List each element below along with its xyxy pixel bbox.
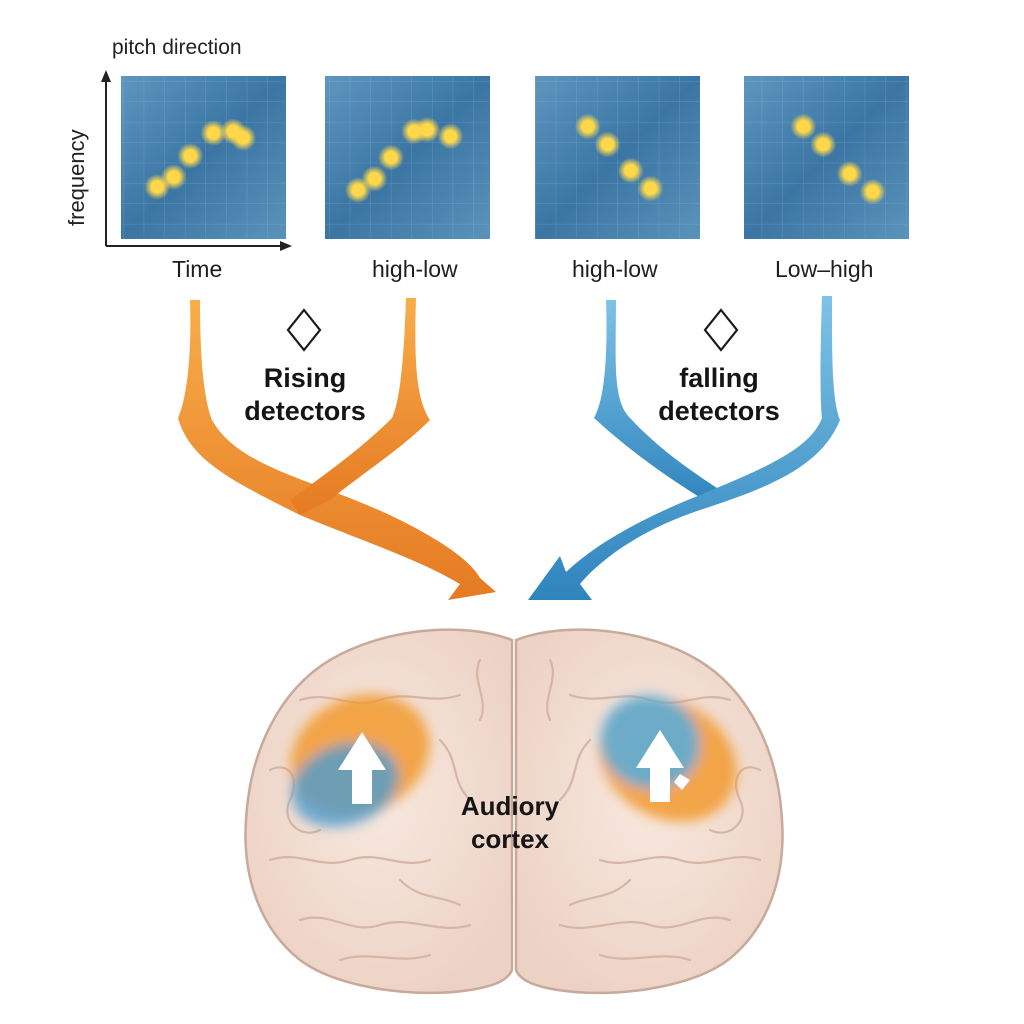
- pitch-dot: [369, 173, 380, 185]
- falling-arrows: [528, 296, 840, 600]
- pitch-dot: [385, 152, 397, 163]
- pitch-dot: [168, 171, 180, 183]
- pitch-dot: [844, 168, 856, 180]
- rising-arrow-right: [290, 298, 430, 515]
- falling-label-line2: detectors: [658, 396, 780, 426]
- cortex-label-line1: Audiory: [460, 791, 560, 821]
- panel-label-2: high-low: [372, 256, 458, 282]
- cortex-label-line2: cortex: [470, 824, 550, 854]
- panel-grid: [325, 76, 490, 239]
- diamond-icon: [286, 308, 322, 352]
- rising-label-line2: detectors: [244, 396, 366, 426]
- pitch-dot: [207, 127, 219, 139]
- pitch-dot: [602, 138, 614, 150]
- panel-label-3: high-low: [572, 256, 658, 282]
- brain: [244, 628, 784, 995]
- pitch-dot: [797, 121, 809, 133]
- pitch-dot: [184, 150, 196, 162]
- rising-detectors-label: Rising detectors: [210, 362, 400, 428]
- pitch-dot: [645, 182, 656, 194]
- panel-label-1: Time: [172, 256, 223, 282]
- brain-folds: [268, 658, 762, 962]
- pitch-panels: [121, 76, 909, 239]
- pitch-dot: [867, 186, 879, 198]
- pitch-dot: [817, 138, 829, 150]
- falling-detectors-label: falling detectors: [624, 362, 814, 428]
- rising-arrow-left: [178, 300, 496, 600]
- pitch-panel-3: [535, 76, 700, 239]
- pitch-dot: [582, 121, 594, 133]
- panel-grid: [535, 76, 700, 239]
- axes: [101, 70, 292, 251]
- pitch-dot: [444, 130, 456, 142]
- pitch-dot: [625, 165, 637, 177]
- y-axis-label: frequency: [64, 129, 89, 226]
- auditory-cortex-label: Audiory cortex: [420, 790, 600, 856]
- falling-label-line1: falling: [679, 363, 759, 393]
- pitch-panel-1: [121, 76, 286, 239]
- panel-grid: [121, 76, 286, 239]
- diagram-title: pitch direction: [112, 36, 242, 59]
- panel-label-4: Low–high: [775, 256, 874, 282]
- pitch-dot: [151, 181, 163, 193]
- pitch-panel-2: [325, 76, 490, 239]
- pitch-panel-4: [744, 76, 909, 239]
- up-arrow-icon: [636, 730, 690, 802]
- falling-arrow-left: [594, 300, 720, 505]
- diamond-icon: [703, 308, 739, 352]
- panel-grid: [744, 76, 909, 239]
- falling-arrow-right: [528, 296, 840, 600]
- pitch-dot: [421, 124, 433, 136]
- rising-arrows: [178, 298, 496, 600]
- pitch-dot: [352, 184, 364, 196]
- up-arrow-icon: [338, 732, 386, 804]
- rising-label-line1: Rising: [263, 363, 347, 393]
- pitch-dot: [237, 132, 249, 144]
